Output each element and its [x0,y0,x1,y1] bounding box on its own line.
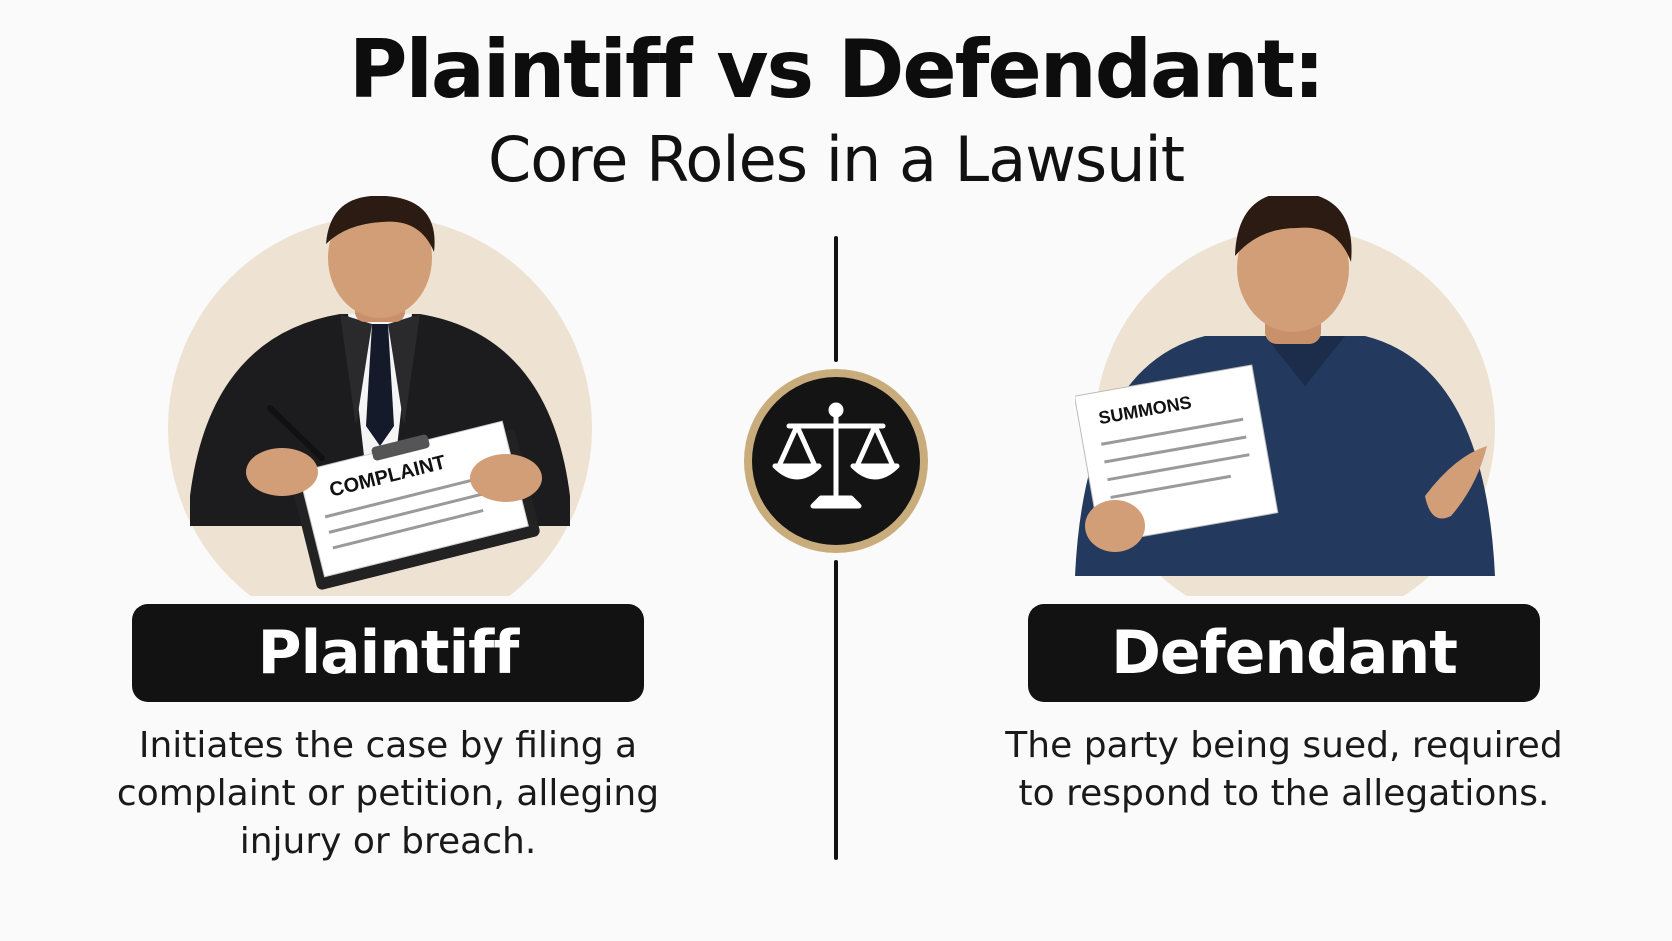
plaintiff-label: Plaintiff [257,618,520,688]
plaintiff-banner: Plaintiff [132,604,644,702]
plaintiff-illustration: COMPLAINT [168,196,592,596]
defendant-label: Defendant [1111,618,1458,688]
defendant-illustration: SUMMONS [1075,196,1495,596]
scales-of-justice-icon [744,369,928,553]
plaintiff-description: Initiates the case by filing a complaint… [116,725,660,862]
defendant-banner: Defendant [1028,604,1540,702]
divider-bottom [834,560,838,860]
divider-top [834,236,838,362]
title-sub: Core Roles in a Lawsuit [487,123,1185,196]
defendant-description: The party being sued, required to respon… [1005,725,1563,814]
title-main: Plaintiff vs Defendant: [348,23,1325,116]
